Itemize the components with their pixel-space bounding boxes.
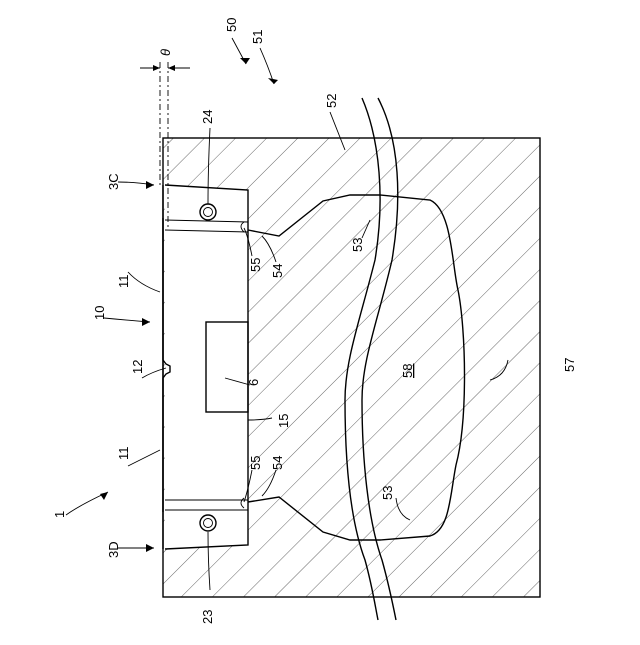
- label-50: 50: [224, 18, 239, 32]
- label-58: 58: [400, 364, 415, 378]
- label-57: 57: [562, 358, 577, 372]
- label-23: 23: [200, 610, 215, 624]
- label-3C: 3C: [106, 173, 121, 190]
- label-11-top: 11: [116, 275, 131, 289]
- label-53-top: 53: [350, 238, 365, 252]
- label-3D: 3D: [106, 541, 121, 558]
- label-6: 6: [246, 379, 261, 386]
- label-11-bottom: 11: [116, 447, 131, 461]
- label-theta: θ: [158, 49, 173, 56]
- label-10: 10: [92, 306, 107, 320]
- label-1: 1: [52, 511, 67, 518]
- label-53-bottom: 53: [380, 486, 395, 500]
- label-54-bottom: 54: [270, 456, 285, 470]
- label-12: 12: [130, 360, 145, 374]
- label-51: 51: [250, 30, 265, 44]
- label-15: 15: [276, 414, 291, 428]
- label-54-top: 54: [270, 264, 285, 278]
- label-24: 24: [200, 110, 215, 124]
- label-55-bottom: 55: [248, 456, 263, 470]
- label-55-top: 55: [248, 258, 263, 272]
- label-52: 52: [324, 94, 339, 108]
